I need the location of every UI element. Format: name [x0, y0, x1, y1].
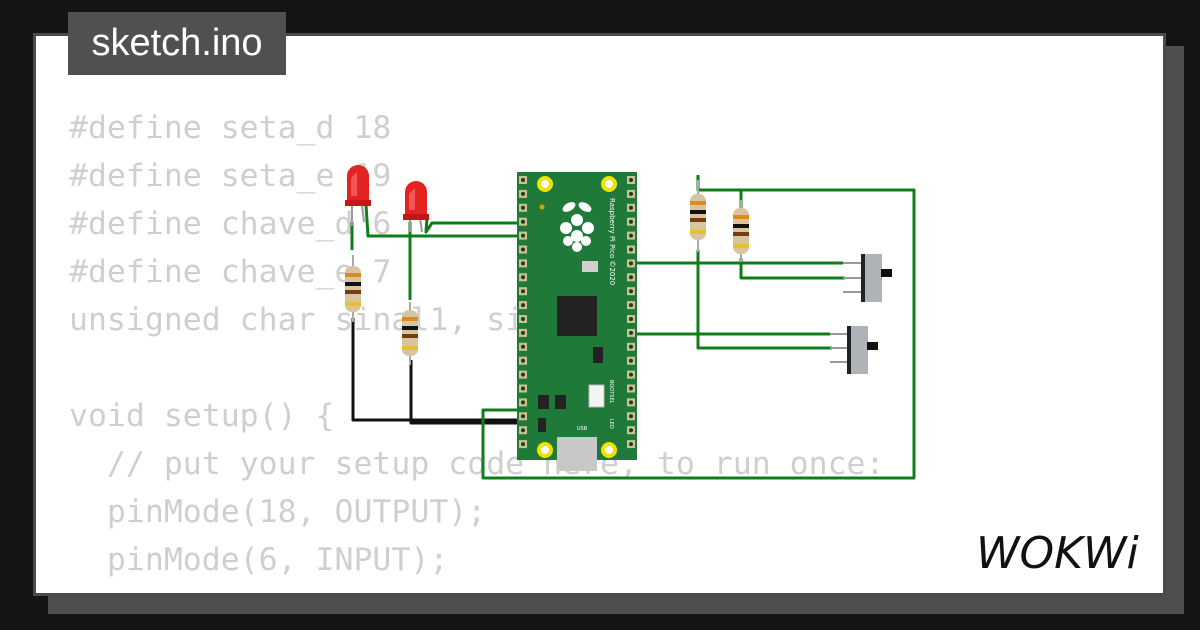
crystal: [582, 261, 598, 272]
pico-pin-hole: [521, 386, 525, 391]
pico-pin-hole: [521, 317, 525, 321]
wire-ground-1: [351, 318, 527, 422]
pico-pin-hole: [629, 442, 633, 447]
led-label: LED: [608, 419, 614, 429]
pico-pin-hole: [629, 205, 633, 210]
pico-pin-hole: [521, 428, 525, 433]
file-tab[interactable]: sketch.ino: [68, 12, 286, 75]
wokwi-logo-text: WOKWi: [976, 528, 1139, 578]
bootsel-button[interactable]: [588, 384, 605, 408]
wire-led1-to-pico: [364, 204, 527, 238]
pico-pin-hole: [521, 289, 525, 294]
pico-pin-hole: [629, 191, 633, 196]
code-line: pinMode(19, OUTPUT);: [69, 584, 884, 593]
pico-pin-hole: [521, 233, 525, 238]
wire-ground-2: [409, 360, 527, 425]
code-line: #define chave_d 6: [69, 206, 392, 242]
code-line: pinMode(18, OUTPUT);: [69, 494, 487, 530]
code-line: #define seta_d 18: [69, 110, 392, 146]
pico-pin-hole: [521, 400, 525, 405]
wire-res4-to-switch2: [696, 250, 832, 350]
code-line: #define chave_e 7: [69, 254, 392, 290]
resistor-1[interactable]: [345, 255, 361, 322]
board-label: Raspberry Pi Pico ©2020: [608, 198, 616, 285]
pico-pin-hole: [521, 358, 525, 363]
pico-pin-hole: [629, 428, 633, 433]
slide-switch-2[interactable]: [830, 326, 878, 374]
pico-pin-hole: [521, 191, 525, 196]
pico-pin-hole: [521, 303, 525, 308]
pico-pin-hole: [629, 414, 633, 419]
pico-pin-hole: [521, 372, 525, 377]
pico-pin-hole: [521, 247, 525, 252]
rp2040-chip: [557, 296, 597, 336]
raspberry-icon: [560, 202, 594, 252]
bootsel-label: BOOTSEL: [608, 380, 614, 404]
pico-pin-hole: [521, 261, 525, 266]
pico-pin-hole: [629, 233, 633, 238]
pico-pin-hole: [521, 275, 525, 280]
usb-label: USB: [577, 426, 588, 432]
pico-pin-hole: [629, 358, 633, 363]
pico-pin-hole: [521, 330, 525, 335]
wokwi-logo[interactable]: WOKWi: [976, 524, 1152, 578]
pico-pin-hole: [521, 219, 525, 224]
pico-pin-hole: [629, 372, 633, 377]
led-right[interactable]: [403, 181, 429, 233]
raspberry-pi-pico[interactable]: Raspberry Pi Pico ©2020 BOOTSEL USB LED: [517, 172, 637, 471]
code-line: void setup() {: [69, 398, 335, 434]
led-left[interactable]: [345, 165, 371, 226]
pico-pin-hole: [521, 205, 525, 210]
wire-res3-to-switch1: [739, 258, 845, 280]
pico-pin-hole: [629, 219, 633, 224]
pico-pin-hole: [629, 289, 633, 294]
pico-pin-hole: [629, 303, 633, 308]
pico-pin-hole: [629, 178, 633, 182]
pico-pin-hole: [629, 317, 633, 321]
pico-pin-hole: [629, 386, 633, 391]
resistor-4[interactable]: [733, 200, 749, 262]
pico-pin-hole: [521, 178, 525, 182]
code-line: pinMode(6, INPUT);: [69, 542, 449, 578]
pico-pin-hole: [629, 330, 633, 335]
pico-pin-hole: [629, 400, 633, 405]
slide-switch-1[interactable]: [843, 254, 892, 302]
pico-pin-hole: [629, 247, 633, 252]
wire-led2-to-pico: [424, 217, 527, 234]
resistor-3[interactable]: [690, 180, 706, 252]
pico-pin-hole: [521, 414, 525, 419]
resistor-2[interactable]: [402, 302, 418, 365]
pico-pins-right: [627, 176, 635, 449]
pico-pin-hole: [521, 442, 525, 447]
usb-port: [557, 437, 597, 471]
pico-pin-hole: [629, 275, 633, 280]
pico-pin-hole: [521, 344, 525, 349]
pico-pin-hole: [629, 344, 633, 349]
pico-pins-left: [519, 176, 527, 449]
pico-pin-hole: [629, 261, 633, 266]
